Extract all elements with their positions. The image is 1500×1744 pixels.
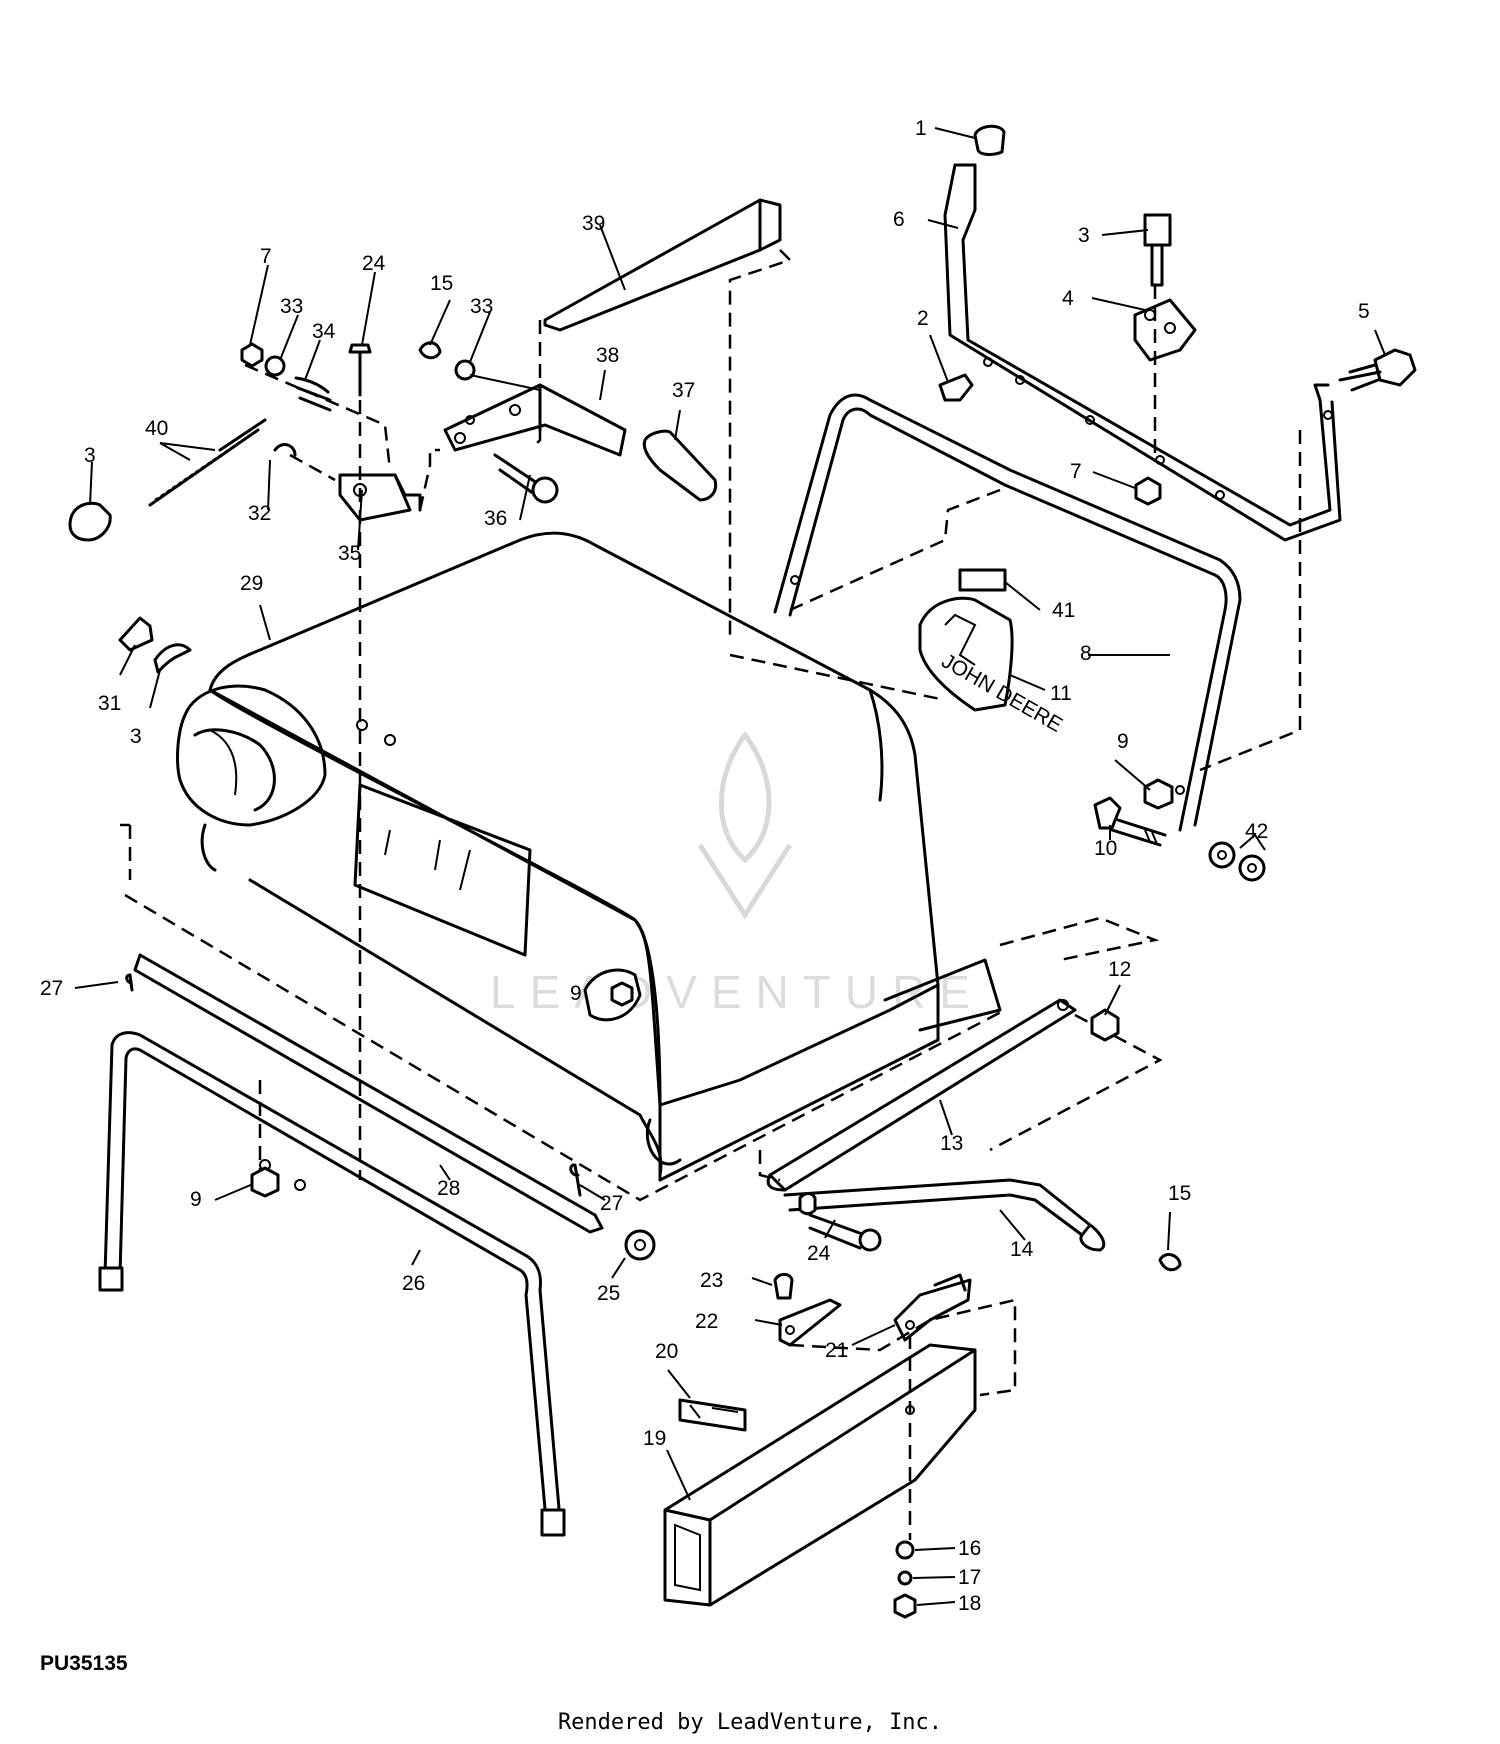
hardware-16-18 <box>893 1540 917 1619</box>
callout-15-right: 15 <box>1168 1182 1191 1205</box>
callout-14: 14 <box>1010 1238 1034 1261</box>
rear-panel-39 <box>534 198 793 640</box>
hoop-8 <box>729 393 1242 832</box>
callout-33-left: 33 <box>280 295 303 318</box>
callout-25: 25 <box>597 1282 620 1305</box>
callout-38: 38 <box>596 344 619 367</box>
callout-18: 18 <box>958 1592 981 1615</box>
callout-27-right: 27 <box>600 1192 623 1215</box>
knob-2 <box>938 373 974 402</box>
rod-14 <box>758 1150 1106 1252</box>
chute-19 <box>663 1298 1017 1607</box>
clip-15-top <box>418 341 442 360</box>
callout-42: 42 <box>1245 820 1268 843</box>
callout-6: 6 <box>893 208 905 231</box>
nut-9-left <box>250 1166 280 1198</box>
callout-15-top: 15 <box>430 272 453 295</box>
decal-41 <box>958 568 1007 592</box>
callout-22: 22 <box>695 1310 718 1333</box>
decal-11: JOHN DEERE <box>918 596 1067 737</box>
callout-10: 10 <box>1094 837 1117 860</box>
dashes-right <box>1199 430 1302 772</box>
callout-7-right: 7 <box>1070 460 1082 483</box>
callout-19: 19 <box>643 1427 666 1450</box>
watermark-text: LEADVENTURE <box>490 966 984 1018</box>
washer-33-right <box>454 359 541 391</box>
callout-labels: 1 2 3 3 3 4 5 6 7 7 8 9 9 9 10 11 12 13 … <box>40 117 1370 1615</box>
callout-33-right: 33 <box>470 295 493 318</box>
callout-16: 16 <box>958 1537 981 1560</box>
bolt-36 <box>493 453 559 504</box>
callout-17: 17 <box>958 1566 981 1589</box>
bolt-10 <box>1093 796 1167 847</box>
callout-27-left: 27 <box>40 977 63 1000</box>
callout-24-lower: 24 <box>807 1242 831 1265</box>
pad-37 <box>642 429 718 502</box>
bolt-24-lower <box>808 1213 882 1252</box>
cap-1 <box>973 124 1006 156</box>
callout-21: 21 <box>825 1339 848 1362</box>
callout-9-hood: 9 <box>570 982 582 1005</box>
cable-40 <box>68 418 267 542</box>
dash-right-mid <box>999 916 1160 962</box>
callout-3-left: 3 <box>84 444 96 467</box>
watermark: LEADVENTURE <box>490 730 984 1018</box>
callout-26: 26 <box>402 1272 425 1295</box>
callout-12: 12 <box>1108 958 1131 981</box>
washers-42 <box>1208 833 1266 882</box>
nut-9-hood <box>583 968 642 1022</box>
callout-9-right: 9 <box>1117 730 1129 753</box>
decal-20 <box>678 1398 747 1432</box>
callout-40: 40 <box>145 417 168 440</box>
callout-37: 37 <box>672 379 695 402</box>
callout-31: 31 <box>98 692 121 715</box>
pin-27-left <box>125 973 134 992</box>
footer-credit: Rendered by LeadVenture, Inc. <box>557 1710 943 1735</box>
clip-31 <box>118 616 154 652</box>
nut-12 <box>1090 1008 1120 1042</box>
callout-36: 36 <box>484 507 507 530</box>
callout-2: 2 <box>917 307 929 330</box>
decal-11-text: JOHN DEERE <box>938 649 1067 737</box>
pin-27-right <box>569 1163 582 1197</box>
callout-4: 4 <box>1062 287 1074 310</box>
callout-5: 5 <box>1358 300 1370 323</box>
bracket-4 <box>1133 213 1197 460</box>
clip-15-right <box>1158 1253 1182 1272</box>
strap-22 <box>773 1272 842 1347</box>
hood-cover <box>120 531 1006 1202</box>
callout-28: 28 <box>437 1177 460 1200</box>
bolt-5 <box>1338 348 1417 392</box>
callout-24-top: 24 <box>362 252 386 275</box>
callout-8: 8 <box>1080 642 1092 665</box>
rod-6 <box>943 163 1342 542</box>
bracket-21 <box>893 1273 972 1342</box>
bracket-38 <box>443 383 627 457</box>
callout-13: 13 <box>940 1132 963 1155</box>
callout-41: 41 <box>1052 599 1075 622</box>
nut-7-right <box>1134 476 1162 506</box>
callout-23: 23 <box>700 1269 723 1292</box>
callout-1: 1 <box>915 117 927 140</box>
diagram-reference-code: PU35135 <box>40 1652 128 1675</box>
rod-28 <box>133 953 604 1234</box>
lock-3-left <box>153 643 192 674</box>
callout-9-left: 9 <box>190 1188 202 1211</box>
callout-32: 32 <box>248 502 271 525</box>
callout-3-lock: 3 <box>130 725 142 748</box>
callout-34: 34 <box>312 320 336 343</box>
hoop-26 <box>98 1031 566 1537</box>
callout-35: 35 <box>338 542 361 565</box>
callout-3-top: 3 <box>1078 224 1090 247</box>
callout-39: 39 <box>582 212 605 235</box>
grommet-25 <box>624 1229 656 1261</box>
callout-11: 11 <box>1050 682 1072 705</box>
leader-lines <box>74 127 1386 1606</box>
callout-20: 20 <box>655 1340 678 1363</box>
nut-9-right <box>1143 778 1174 810</box>
callout-7-left: 7 <box>260 245 272 268</box>
callout-29: 29 <box>240 572 263 595</box>
